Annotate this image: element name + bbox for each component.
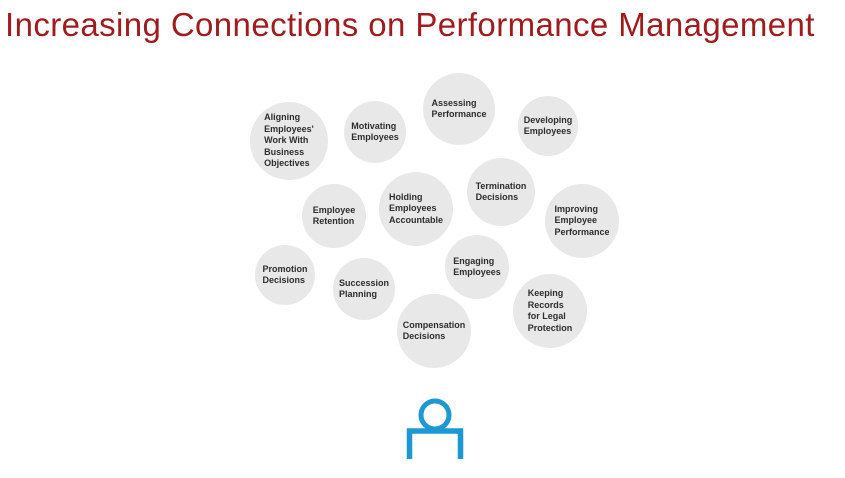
bubble-employee-retention: Employee Retention (302, 184, 366, 248)
bubble-compensation-decisions: Compensation Decisions (397, 294, 471, 368)
bubble-label: Holding Employees Accountable (388, 191, 443, 225)
bubble-label: Employee Retention (312, 204, 356, 227)
bubble-label: Improving Employee Performance (554, 203, 610, 237)
bubble-aligning-employees-work-with-business-objectives: Aligning Employees' Work With Business O… (250, 102, 328, 180)
bubble-assessing-performance: Assessing Performance (423, 73, 495, 145)
bubble-holding-employees-accountable: Holding Employees Accountable (379, 172, 453, 246)
bubble-label: Keeping Records for Legal Protection (527, 288, 573, 333)
bubble-promotion-decisions: Promotion Decisions (255, 245, 315, 305)
bubble-motivating-employees: Motivating Employees (344, 101, 406, 163)
bubble-label: Succession Planning (338, 277, 390, 300)
bubble-label: Aligning Employees' Work With Business O… (264, 112, 314, 169)
bubble-termination-decisions: Termination Decisions (467, 158, 535, 226)
bubble-label: Motivating Employees (351, 120, 399, 143)
bubble-engaging-employees: Engaging Employees (445, 235, 509, 299)
bubble-succession-planning: Succession Planning (333, 258, 395, 320)
person-icon (406, 398, 464, 459)
bubble-keeping-records-for-legal-protection: Keeping Records for Legal Protection (513, 274, 587, 348)
bubble-improving-employee-performance: Improving Employee Performance (545, 184, 619, 258)
bubble-label: Developing Employees (523, 114, 573, 137)
bubble-label: Compensation Decisions (402, 319, 466, 342)
bubble-developing-employees: Developing Employees (518, 96, 578, 156)
bubble-label: Promotion Decisions (262, 263, 308, 286)
bubble-label: Engaging Employees (453, 255, 501, 278)
bubble-label: Termination Decisions (475, 180, 527, 203)
page-title: Increasing Connections on Performance Ma… (5, 6, 815, 43)
bubble-label: Assessing Performance (431, 97, 487, 120)
